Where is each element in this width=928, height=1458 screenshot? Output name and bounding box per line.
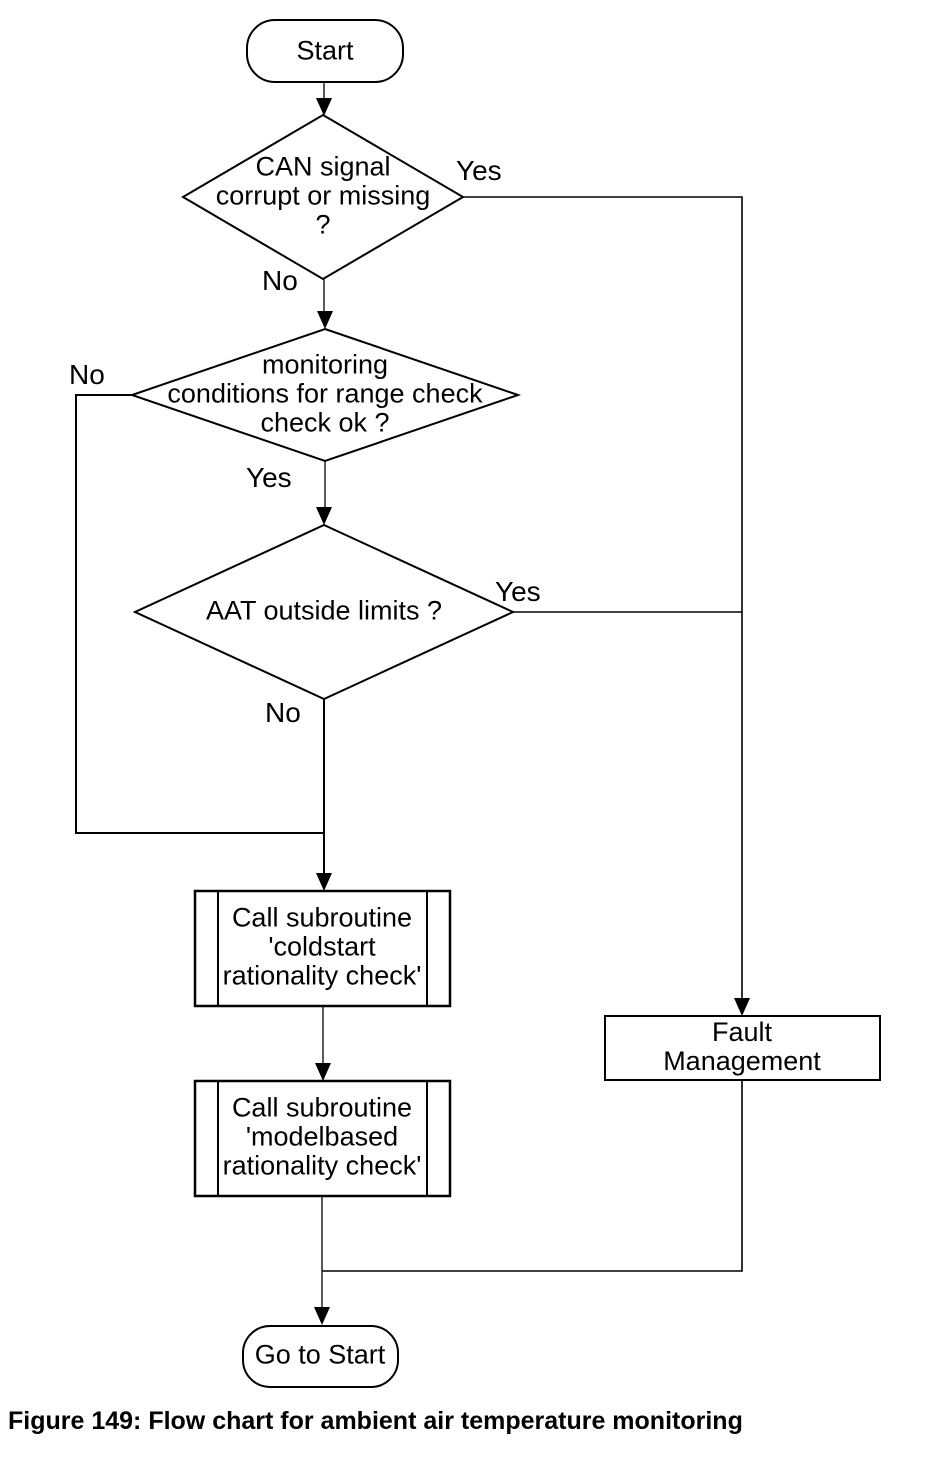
modelbased-subroutine-label: Call subroutine 'modelbased rationality … [222,1092,422,1181]
can-decision-shape [181,113,465,281]
arrowhead-into-monitoring-decision [317,311,333,329]
fault-management-label: Fault Management [663,1017,821,1076]
start-terminator-shape [246,19,404,83]
edge-can-yes-line [463,196,743,999]
aat-yes-edge-label: Yes [495,576,541,607]
arrowhead-into-modelbased-subroutine [315,1063,331,1081]
can-no-edge-label: No [262,265,298,296]
figure-caption: Figure 149: Flow chart for ambient air t… [8,1407,743,1435]
edge-monitoring-no-loop-line [75,394,324,834]
aat-decision-label: AAT outside limits ? [205,595,443,626]
arrowhead-into-can-decision [316,98,332,116]
arrowhead-into-aat-decision [316,507,332,525]
coldstart-subroutine-label: Call subroutine 'coldstart rationality c… [222,902,422,991]
can-yes-edge-label: Yes [456,155,502,186]
arrowhead-into-goto-start [314,1307,330,1325]
arrowhead-into-coldstart-subroutine [316,873,332,891]
goto-start-terminator-shape [242,1325,399,1388]
aat-no-edge-label: No [265,697,301,728]
start-label: Start [296,35,354,66]
monitoring-yes-edge-label: Yes [246,462,292,493]
goto-start-label: Go to Start [254,1339,386,1370]
monitoring-no-edge-label: No [69,359,105,390]
can-decision-label: CAN signal corrupt or missing ? [215,151,431,240]
edge-fault-management-return-line [322,1080,743,1272]
monitoring-decision-label: monitoring conditions for range check ch… [167,349,483,438]
arrowhead-into-fault-management [734,998,750,1016]
